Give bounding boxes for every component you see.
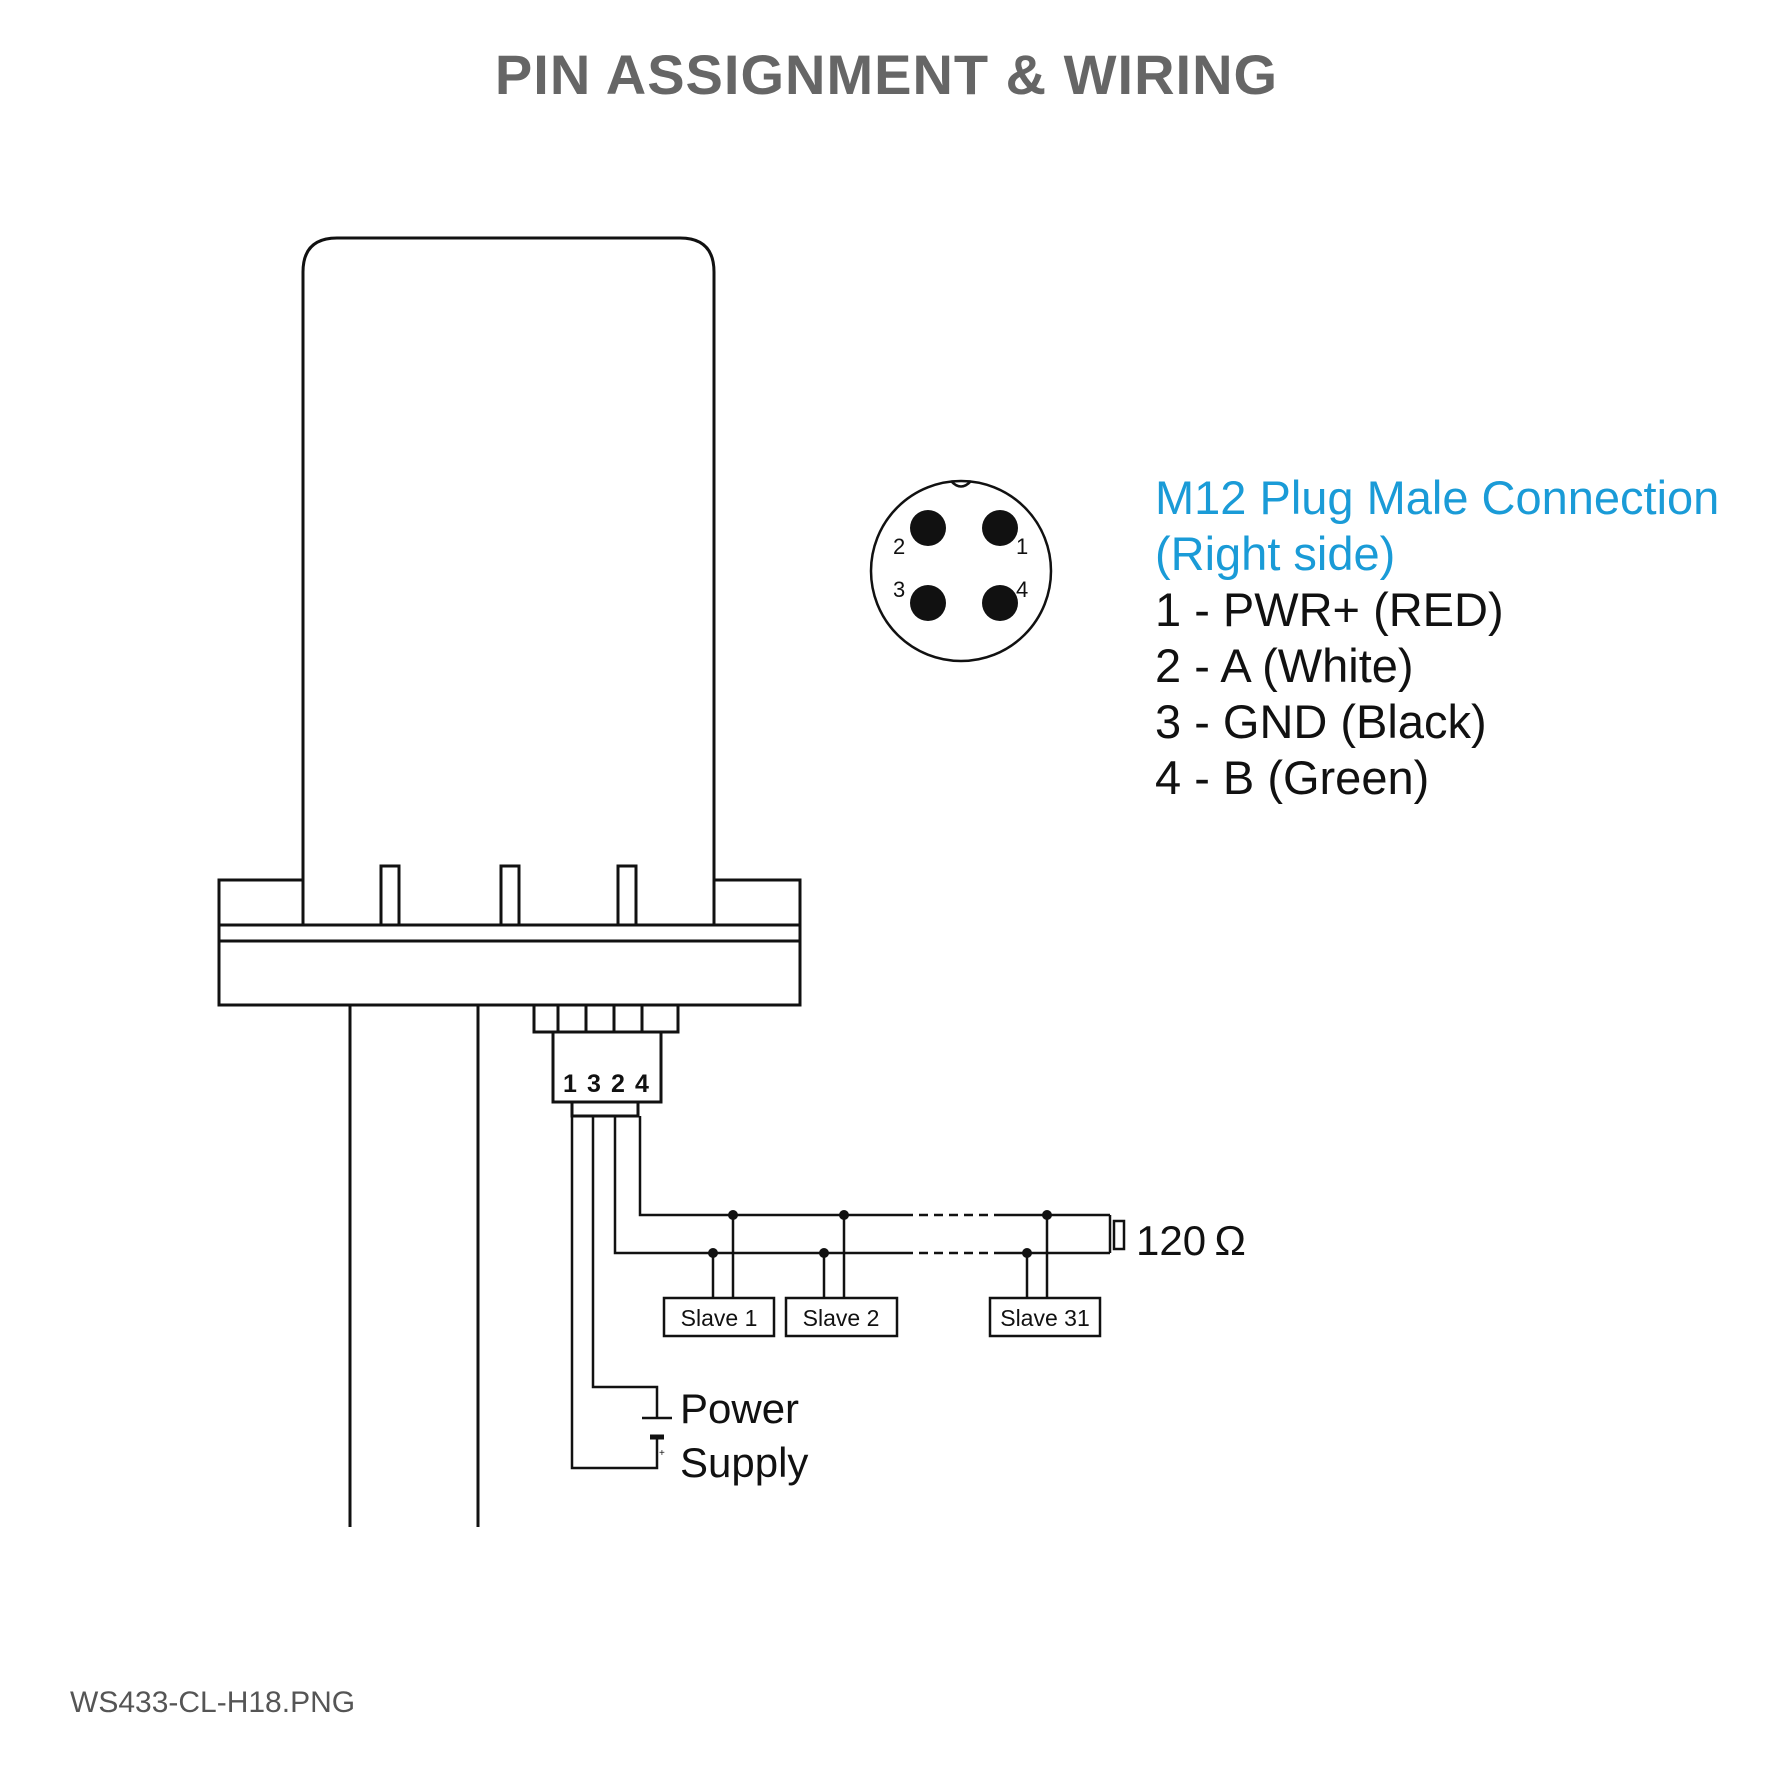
slave-box-2 — [784, 1296, 899, 1338]
legend-item-pin1: 1 - PWR+ (RED) — [1155, 583, 1504, 636]
junction-dot — [1042, 1210, 1052, 1220]
terminal-label-1: 1 — [563, 1070, 577, 1098]
wire-gnd — [591, 1116, 659, 1418]
bolt-3 — [616, 864, 638, 927]
wire-pwr-plus — [570, 1116, 659, 1470]
image-filename-caption: WS433-CL-H18.PNG — [70, 1686, 356, 1719]
m12-pin-label-3: 3 — [893, 577, 905, 602]
termination-resistor — [1112, 1219, 1126, 1251]
m12-connector-face — [869, 479, 1053, 663]
bolt-2 — [499, 864, 521, 927]
slave-label-1: Slave 1 — [681, 1305, 758, 1331]
connector-tail — [570, 1100, 640, 1118]
m12-pin-3 — [910, 585, 946, 621]
legend-heading-line2: (Right side) — [1155, 527, 1396, 580]
bolt-1 — [379, 864, 401, 927]
m12-key-notch — [950, 480, 972, 488]
terminal-label-2: 2 — [611, 1070, 625, 1098]
wire-bus-a — [613, 1116, 904, 1255]
legend-item-pin4: 4 - B (Green) — [1155, 751, 1430, 804]
power-supply-label-line1: Power — [680, 1385, 799, 1432]
junction-dot — [819, 1248, 829, 1258]
flange-upper-right — [712, 878, 802, 927]
junction-dot — [708, 1248, 718, 1258]
flange-plate — [217, 923, 802, 943]
wire-bus-b — [638, 1116, 904, 1217]
connector-nut — [532, 1003, 680, 1034]
m12-pin-label-4: 4 — [1016, 577, 1028, 602]
slave-label-31: Slave 31 — [1000, 1305, 1090, 1331]
junction-dot — [839, 1210, 849, 1220]
resistor-label: 120 Ω — [1136, 1217, 1246, 1264]
junction-dot — [728, 1210, 738, 1220]
slave-label-2: Slave 2 — [803, 1305, 880, 1331]
junction-dot — [1022, 1248, 1032, 1258]
svg-text:+: + — [659, 1448, 665, 1459]
legend-heading-line1: M12 Plug Male Connection — [1155, 471, 1720, 524]
m12-pin-label-2: 2 — [893, 534, 905, 559]
m12-pin-1 — [982, 510, 1018, 546]
m12-pin-4 — [982, 585, 1018, 621]
slave-box-31 — [988, 1296, 1102, 1338]
pin-legend: M12 Plug Male Connection (Right side) 1 … — [1155, 470, 1719, 806]
legend-item-pin2: 2 - A (White) — [1155, 639, 1414, 692]
page-title: PIN ASSIGNMENT & WIRING — [494, 43, 1279, 106]
slave-box-1 — [662, 1296, 776, 1338]
sensor-housing — [301, 236, 716, 905]
m12-pin-2 — [910, 510, 946, 546]
terminal-label-3: 3 — [587, 1070, 601, 1098]
terminal-label-4: 4 — [635, 1070, 649, 1098]
m12-pin-label-1: 1 — [1016, 534, 1028, 559]
flange-upper-left — [217, 878, 305, 927]
flange-base — [217, 939, 802, 1007]
power-supply-label-line2: Supply — [680, 1439, 808, 1486]
legend-item-pin3: 3 - GND (Black) — [1155, 695, 1487, 748]
